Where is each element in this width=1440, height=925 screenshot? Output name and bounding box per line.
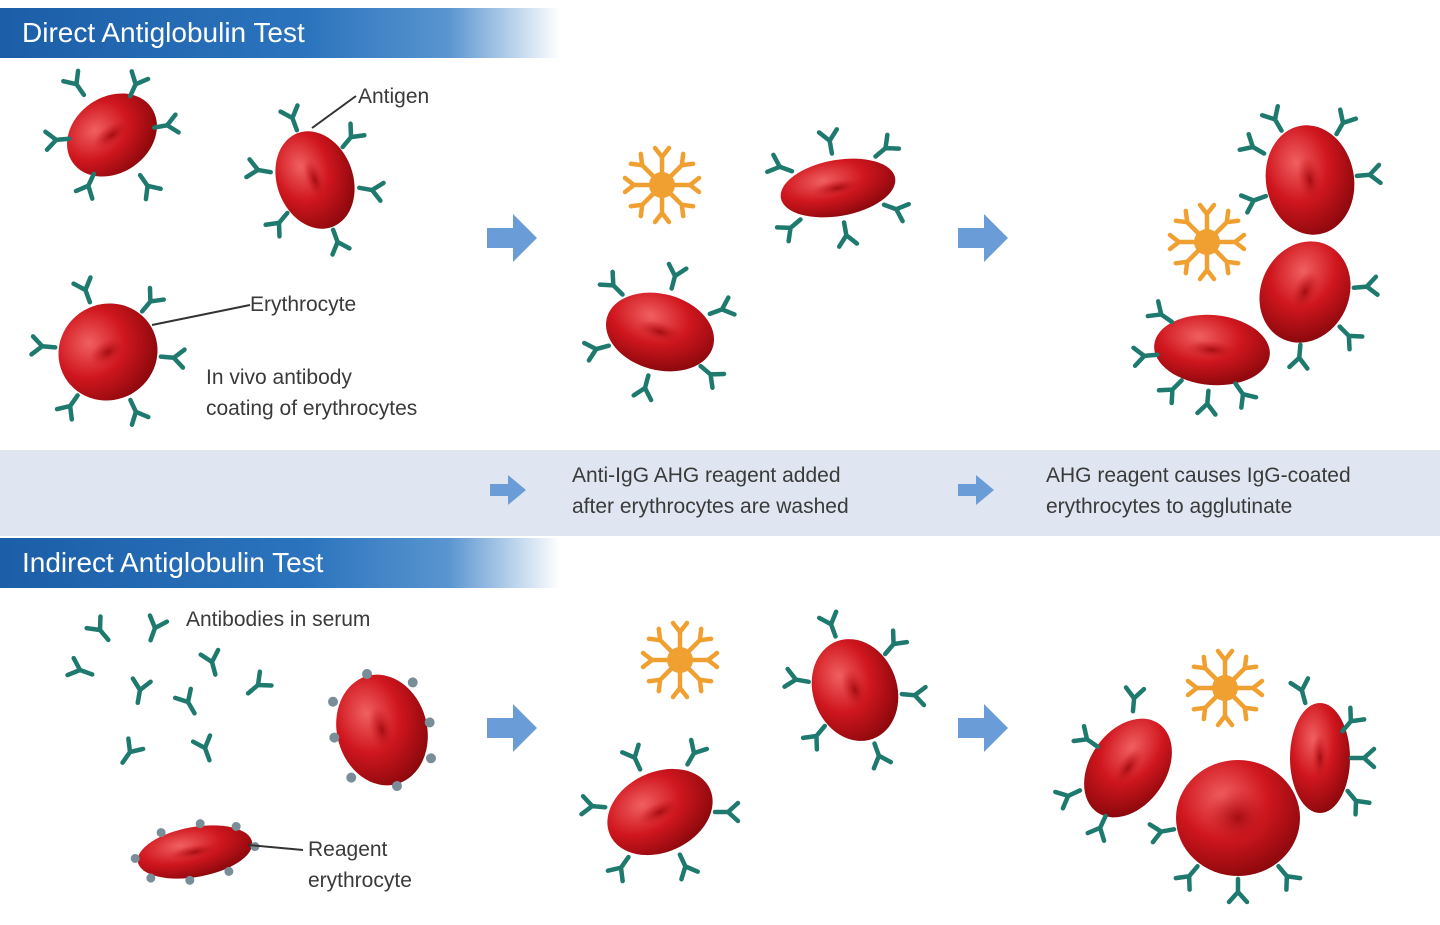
arrow-icon [958, 704, 1008, 752]
dat-caption: In vivo antibody coating of erythrocytes [206, 362, 417, 424]
coated-erythrocyte [762, 119, 914, 256]
reagent-erythrocyte [130, 819, 260, 885]
dat-caption-line1: In vivo antibody [206, 366, 352, 389]
dat-caption-line2: coating of erythrocytes [206, 397, 418, 420]
agglutinated-erythrocyte [1290, 678, 1374, 814]
coated-erythrocyte [20, 40, 205, 230]
arrow-icon [490, 475, 526, 505]
serum-antibodies [68, 616, 272, 768]
step2-caption-line2: after erythrocytes are washed [572, 495, 849, 518]
coated-erythrocyte [766, 592, 945, 788]
arrow-icon [958, 475, 994, 505]
antigen-label: Antigen [358, 85, 430, 108]
antigen-leader-line [311, 95, 357, 129]
step2-caption: Anti-IgG AHG reagent added after erythro… [572, 460, 849, 522]
step2-caption-line1: Anti-IgG AHG reagent added [572, 464, 841, 487]
ahg-reagent-molecule [1188, 651, 1262, 725]
arrow-icon [487, 214, 537, 262]
agglutinated-erythrocyte [1035, 673, 1172, 852]
step3-caption: AHG reagent causes IgG-coated erythrocyt… [1046, 460, 1351, 522]
ahg-reagent-molecule [1170, 205, 1244, 279]
coated-erythrocyte [565, 717, 757, 906]
indirect-test-title: Indirect Antiglobulin Test [0, 538, 560, 588]
ahg-reagent-molecule [625, 148, 699, 222]
direct-test-title: Direct Antiglobulin Test [0, 8, 560, 58]
coated-erythrocyte [574, 248, 747, 416]
ahg-reagent-molecule [643, 623, 717, 697]
coated-erythrocyte [229, 87, 400, 273]
arrow-icon [958, 214, 1008, 262]
agglutinated-erythrocyte [1259, 241, 1391, 389]
step3-caption-line1: AHG reagent causes IgG-coated [1046, 464, 1351, 487]
reagent-erythrocyte [328, 668, 436, 792]
step3-caption-line2: erythrocytes to agglutinate [1046, 495, 1293, 518]
agglutinated-erythrocyte [1150, 760, 1300, 902]
agglutinated-erythrocyte [1227, 91, 1389, 235]
reagent-label-line2: erythrocyte [308, 869, 412, 892]
reagent-label-line1: Reagent [308, 838, 388, 861]
agglutinated-erythrocyte [1128, 300, 1270, 419]
arrow-icon [487, 704, 537, 752]
reagent-leader-line [247, 844, 304, 851]
erythrocyte-label: Erythrocyte [250, 293, 357, 316]
step-captions-band [0, 450, 1440, 536]
antibodies-in-serum-label: Antibodies in serum [186, 608, 371, 631]
reagent-erythrocyte-label: Reagent erythrocyte [308, 834, 412, 896]
erythrocyte-leader-line [151, 304, 251, 326]
coated-erythrocyte [7, 249, 211, 455]
